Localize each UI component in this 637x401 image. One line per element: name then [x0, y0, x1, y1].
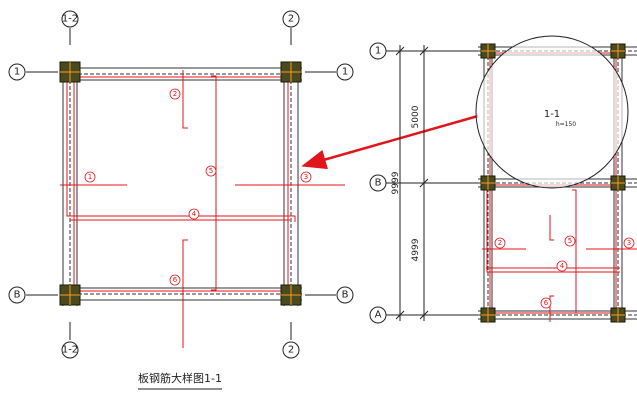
bar-tag-plan-5	[564, 235, 576, 247]
bar-tag-plan-2-text: 2	[498, 239, 502, 247]
bar-tag-detail-6-text: 6	[173, 276, 178, 284]
grid-bubble-detail-top-1	[61, 10, 79, 28]
dim-overall: 9999	[391, 171, 401, 194]
grid-label-detail-bottom-1: 1-2	[62, 345, 78, 356]
bar-tag-detail-2-text: 2	[173, 90, 177, 98]
grid-label-detail-top-1: 1-2	[62, 14, 78, 25]
bar-tag-plan-5-text: 5	[568, 237, 572, 245]
grid-bubble-detail-top-2	[282, 10, 300, 28]
grid-label-detail-bottom-2: 2	[288, 345, 294, 356]
bar-tag-detail-1-text: 1	[88, 173, 92, 181]
callout-arrow	[301, 114, 479, 170]
bar-tag-detail-6	[169, 274, 181, 286]
bar-tag-detail-4-text: 4	[192, 210, 197, 218]
drawing-caption: 板钢筋大样图1-1	[138, 371, 222, 385]
bar-tag-detail-3-text: 3	[304, 173, 308, 181]
grid-bubble-detail-right-b	[336, 286, 354, 304]
bar-tag-detail-3	[300, 171, 312, 183]
grid-label-plan-b: B	[375, 178, 382, 189]
bar-tag-detail-5-text: 5	[209, 167, 213, 175]
grid-label-detail-left-1: 1	[14, 67, 20, 78]
detail-columns	[59, 61, 302, 306]
bar-tag-plan-4-text: 4	[560, 262, 565, 270]
dim-bottom-segment: 4999	[411, 238, 421, 261]
callout-title: 1-1	[544, 109, 560, 120]
bar-tag-plan-6	[540, 297, 552, 309]
grid-label-detail-left-b: B	[14, 290, 21, 301]
bar-tag-plan-3-text: 3	[627, 239, 631, 247]
grid-label-detail-right-1: 1	[342, 67, 348, 78]
bar-tag-detail-5	[205, 165, 217, 177]
grid-bubble-detail-left-b	[8, 286, 26, 304]
bar-tag-detail-1	[84, 171, 96, 183]
grid-bubble-detail-left-1	[8, 63, 26, 81]
grid-bubble-detail-bottom-2	[282, 341, 300, 359]
detail-rebars	[60, 70, 345, 348]
detail-bar-tags: 1 2 3 4 5 6	[84, 88, 312, 286]
grid-bubble-detail-bottom-1	[61, 341, 79, 359]
bar-tag-detail-4	[188, 208, 200, 220]
dim-top-segment: 5000	[411, 105, 421, 128]
callout-subtitle: h=150	[556, 121, 576, 128]
detail-beams	[60, 62, 302, 306]
bar-tag-plan-6-text: 6	[544, 299, 549, 307]
bar-tag-detail-2	[169, 88, 181, 100]
grid-label-detail-right-b: B	[342, 290, 349, 301]
grid-label-plan-a: A	[375, 310, 382, 321]
callout-circle	[475, 35, 629, 189]
plan-drawing: 1 B A 5000 9999 4999	[369, 35, 637, 324]
detail-drawing: 1-2 2 1-2 2 1 B 1 B	[8, 10, 354, 390]
bar-tag-plan-2	[494, 237, 506, 249]
grid-bubble-detail-right-1	[336, 63, 354, 81]
plan-bar-tags: 2 5 3 4 6	[494, 235, 635, 309]
grid-label-plan-1: 1	[375, 46, 381, 57]
plan-dimensions: 5000 9999 4999	[391, 45, 429, 321]
bar-tag-plan-4	[556, 260, 568, 272]
bar-tag-plan-3	[623, 237, 635, 249]
plan-columns	[480, 43, 626, 323]
grid-label-detail-top-2: 2	[288, 14, 294, 25]
